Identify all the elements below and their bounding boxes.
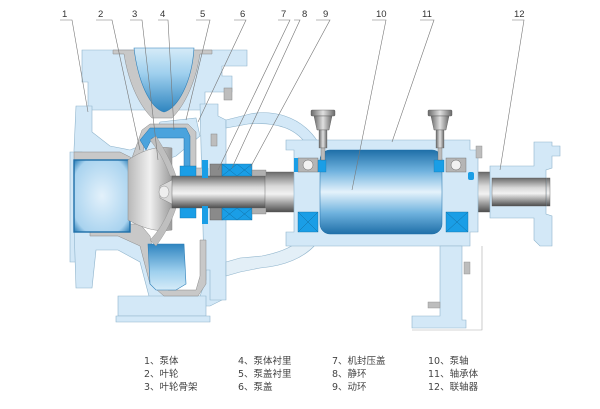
callout-numbers: 1 2 3 4 5 6 7 8 9 10 11 12 <box>62 9 525 20</box>
seal-gland-plate <box>202 160 208 178</box>
callout-3: 3 <box>132 9 137 20</box>
legend-item-5: 5、泵盖衬里 <box>238 369 292 380</box>
rotating-ring <box>221 163 253 221</box>
bolt-icon <box>475 145 483 159</box>
callout-12: 12 <box>514 9 525 20</box>
oil-cup-front <box>310 109 336 161</box>
legend-item-6: 6、泵盖 <box>238 382 273 393</box>
legend-item-3: 3、叶轮骨架 <box>144 382 198 393</box>
callout-8: 8 <box>302 9 307 20</box>
callout-6: 6 <box>240 9 245 20</box>
legend-item-11: 11、轴承体 <box>428 369 479 380</box>
bolt-icon <box>210 133 218 147</box>
callout-2: 2 <box>98 9 103 20</box>
legend-item-4: 4、泵体衬里 <box>238 356 292 367</box>
parts-legend: 1、泵体 2、叶轮 3、叶轮骨架 4、泵体衬里 5、泵盖衬里 6、泵盖 7、机封… <box>0 350 600 405</box>
callout-9: 9 <box>323 9 328 20</box>
bolt-icon <box>223 87 233 101</box>
mechanical-seal <box>179 160 267 224</box>
callout-7: 7 <box>281 9 286 20</box>
legend-item-12: 12、联轴器 <box>428 382 479 393</box>
callout-1: 1 <box>62 9 67 20</box>
callout-11: 11 <box>422 9 432 20</box>
suction-inlet <box>73 159 131 233</box>
bolt-icon <box>463 261 471 275</box>
bolt-icon <box>427 301 441 309</box>
leader-lines <box>60 19 525 191</box>
callout-10: 10 <box>376 9 387 20</box>
oil-cup-rear <box>427 109 453 161</box>
rear-bearing <box>433 157 474 233</box>
pump-cross-section-diagram: 1 2 3 4 5 6 7 8 9 10 11 12 <box>60 9 561 331</box>
discharge-outlet <box>133 47 195 113</box>
legend-item-2: 2、叶轮 <box>144 369 179 380</box>
legend-item-9: 9、动环 <box>332 382 367 393</box>
legend-item-8: 8、静环 <box>332 369 367 380</box>
volute-chamber <box>147 243 187 291</box>
callout-4: 4 <box>160 9 165 20</box>
front-bearing <box>294 157 327 233</box>
bearing-housing <box>225 112 483 331</box>
legend-item-10: 10、泵轴 <box>428 356 469 367</box>
callout-5: 5 <box>200 9 205 20</box>
legend-item-7: 7、机封压盖 <box>332 356 386 367</box>
legend-item-1: 1、泵体 <box>144 356 179 367</box>
